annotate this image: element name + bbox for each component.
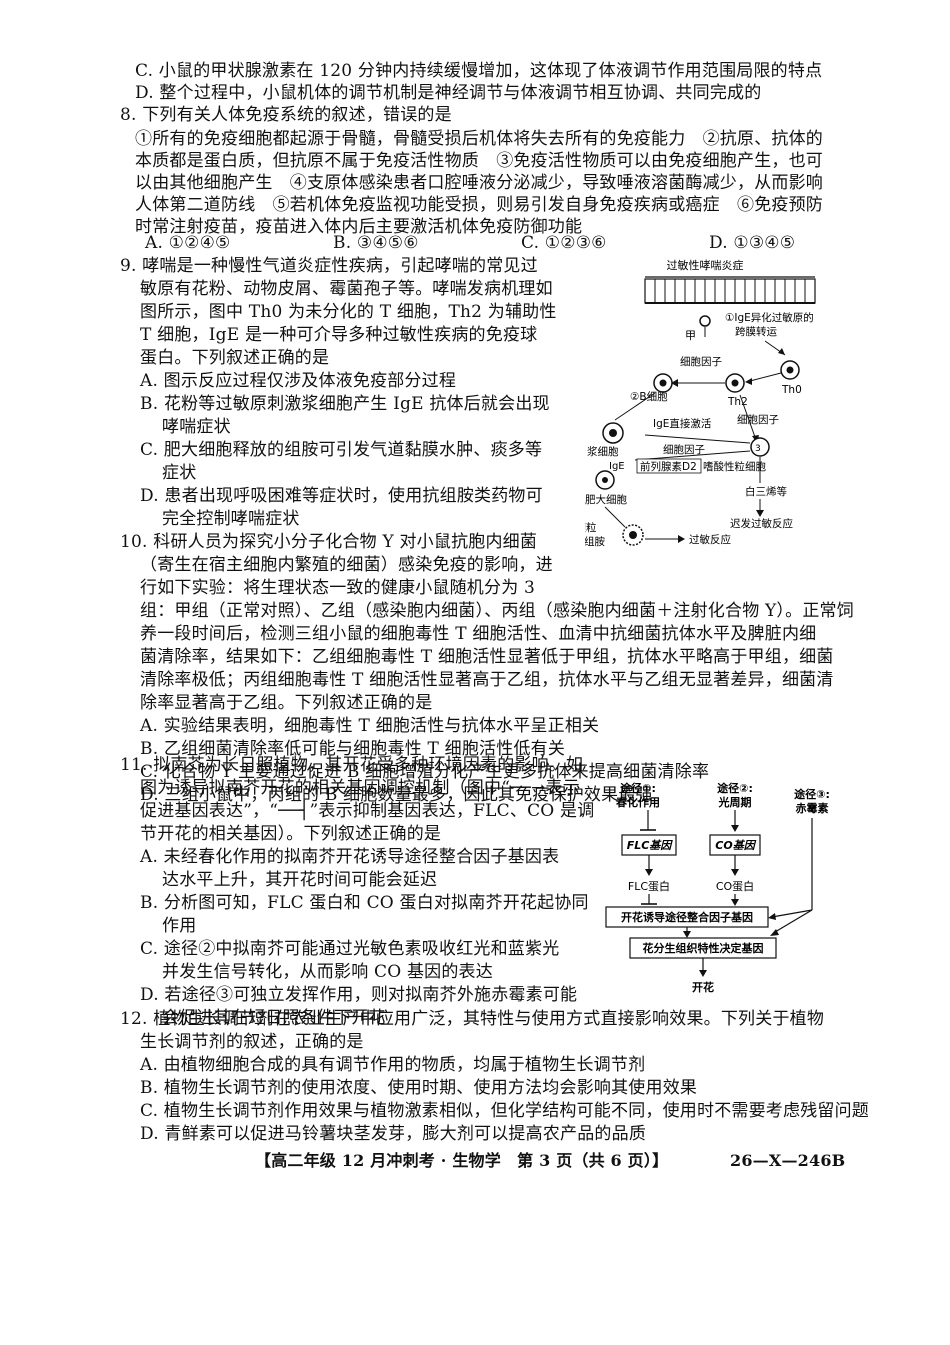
fig11-p2b: 光周期 (718, 795, 752, 809)
q8-option-c: C. ①②③⑥ (521, 233, 607, 253)
fig9-ige-note2: 跨膜转运 (735, 325, 777, 338)
q12-option-c: C. 植物生长调节剂作用效果与植物激素相似，但化学结构可能不同，使用时不需要考虑… (140, 1101, 870, 1121)
fig9-cytokine1: 细胞因子 (680, 355, 722, 368)
fig9-th2: Th2 (727, 396, 748, 408)
q11-option-d: D. 若途径③可独立发挥作用，则对拟南芥外施赤霉素可能 (140, 985, 578, 1005)
fig9-degran1: 脱颗粒 (585, 521, 597, 534)
q8-option-b: B. ③④⑤⑥ (333, 233, 419, 253)
q11-option-c-cont: 并发生信号转化，从而影响 CO 基因的表达 (162, 962, 493, 982)
asthma-mechanism-diagram: 过敏性哮喘炎症 甲 ①IgE异化过敏原的 跨膜转运 Th0 (585, 258, 816, 548)
fig11-flower: 开花 (692, 980, 714, 994)
q12-option-d: D. 青鲜素可以促进马铃薯块茎发芽，膨大剂可以提高农产品的品质 (140, 1124, 647, 1144)
q11-option-d-cont: 会促进其在短日照条件下开花 (162, 1008, 386, 1028)
q8-body-line: 人体第二道防线 ⑤若机体免疫监视功能受损，则易引发自身免疫疾病或癌症 ⑥免疫预防 (135, 195, 823, 215)
q10-line: 清除率极低；丙组细胞毒性 T 细胞活性显著高于乙组，抗体水平与乙组无显著差异，细… (140, 670, 834, 690)
q9-option-c: C. 肥大细胞释放的组胺可引发气道黏膜水肿、痰多等 (140, 440, 543, 460)
q9-option-b: B. 花粉等过敏原刺激浆细胞产生 IgE 抗体后就会出现 (140, 394, 550, 414)
q10-option-c: C. 化合物 Y 主要通过促进 B 细胞增殖分化产生更多抗体来提高细菌清除率 (140, 762, 710, 782)
q10-line: 10. 科研人员为探究小分子化合物 Y 对小鼠抗胞内细菌 (120, 532, 538, 552)
page-footer-code: 26—X—246B (730, 1151, 846, 1170)
q10-line: 组：甲组（正常对照）、乙组（感染胞内细菌）、丙组（感染胞内细菌＋注射化合物 Y）… (140, 601, 854, 621)
fig11-p3a: 途径③: (794, 787, 830, 801)
q9-line: 蛋白。下列叙述正确的是 (140, 348, 330, 368)
q9-line: 9. 哮喘是一种慢性气道炎症性疾病，引起哮喘的常见过 (120, 256, 538, 276)
fig9-title: 过敏性哮喘炎症 (667, 258, 744, 272)
q10-option-a: A. 实验结果表明，细胞毒性 T 细胞活性与抗体水平呈正相关 (140, 716, 600, 736)
fig9-ige-direct: IgE直接激活 (653, 417, 712, 430)
fig11-p2a: 途径②: (717, 781, 753, 795)
q10-line: 行如下实验：将生理状态一致的健康小鼠随机分为 3 (140, 578, 536, 598)
fig9-pgd2: 前列腺素D2 (640, 460, 697, 473)
svg-text:3: 3 (755, 444, 761, 454)
q11-line: 图为诱导拟南芥开花的相关基因调控机制（图中“──→表示 (140, 778, 580, 798)
q7-option-c: C. 小鼠的甲状腺激素在 120 分钟内持续缓慢增加，这体现了体液调节作用范围局… (135, 61, 823, 81)
q8-stem: 8. 下列有关人体免疫系统的叙述，错误的是 (120, 105, 452, 125)
q11-option-b: B. 分析图可知，FLC 蛋白和 CO 蛋白对拟南芥开花起协同 (140, 893, 589, 913)
q11-option-a-cont: 达水平上升，其开花时间可能会延迟 (162, 870, 438, 890)
q10-option-d: D. 三组小鼠中，丙组的 B 细胞数量最多，因此其免疫保护效果最强 (140, 785, 653, 805)
q9-option-d: D. 患者出现呼吸困难等症状时，使用抗组胺类药物可 (140, 486, 543, 506)
fig11-p1b: 春化作用 (616, 795, 660, 809)
q8-body-line: 以由其他细胞产生 ④支原体感染患者口腔唾液分泌减少，导致唾液溶菌酶减少，从而影响 (135, 173, 823, 193)
q11-option-c: C. 途径②中拟南芥可能通过光敏色素吸收红光和蓝紫光 (140, 939, 560, 959)
q10-line: 菌清除率，结果如下：乙组细胞毒性 T 细胞活性显著低于甲组，抗体水平略高于甲组，… (140, 647, 834, 667)
fig11-co-protein: CO蛋白 (716, 879, 754, 893)
fig9-ige: IgE (609, 461, 625, 472)
allergen-icon (699, 315, 711, 327)
fig11-integrator: 开花诱导途径整合因子基因 (621, 910, 753, 924)
q11-line: 促进基因表达”，“──┤”表示抑制基因表达，FLC、CO 是调 (140, 801, 595, 821)
fig9-degran2: 释放组胺 (585, 535, 605, 548)
fig9-th0: Th0 (781, 384, 802, 396)
fig9-allergy: 过敏反应 (689, 533, 731, 546)
q10-line: 除率显著高于乙组。下列叙述正确的是 (140, 693, 433, 713)
fig11-meristem: 花分生组织特性决定基因 (643, 941, 764, 955)
q9-option-d-cont: 完全控制哮喘症状 (162, 509, 300, 529)
q11-option-a: A. 未经春化作用的拟南芥开花诱导途径整合因子基因表 (140, 847, 560, 867)
fig9-cytokine3: 细胞因子 (663, 443, 705, 456)
fig11-p1a: 途径①: (620, 781, 656, 795)
q12-option-a: A. 由植物细胞合成的具有调节作用的物质，均属于植物生长调节剂 (140, 1055, 646, 1075)
fig9-late-reaction: 迟发过敏反应 (730, 517, 793, 530)
eosinophil-icon (750, 437, 770, 457)
q9-line: T 细胞，IgE 是一种可介导多种过敏性疾病的免疫球 (140, 325, 538, 345)
q10-line: （寄生在宿主细胞内繁殖的细菌）感染免疫的影响，进 (140, 555, 553, 575)
q7-option-d: D. 整个过程中，小鼠机体的调节机制是神经调节与体液调节相互协调、共同完成的 (135, 83, 762, 103)
q9-option-c-cont: 症状 (162, 463, 197, 483)
q8-option-a: A. ①②④⑤ (145, 233, 231, 253)
fig9-plasma: 浆细胞 (587, 445, 619, 458)
fig11-flc-gene: FLC基因 (627, 839, 674, 852)
page-footer-title: 【高二年级 12 月冲刺考 · 生物学 第 3 页（共 6 页）】 (255, 1151, 669, 1170)
flowering-regulation-diagram: 途径①: 春化作用 途径②: 光周期 途径③: 赤霉素 FLC基因 CO基因 F… (605, 781, 830, 994)
fig9-eosinophil: 嗜酸性粒细胞 (703, 460, 766, 473)
q10-option-b: B. 乙组细菌清除率低可能与细胞毒性 T 细胞活性低有关 (140, 739, 566, 759)
q10-line: 养一段时间后，检测三组小鼠的细胞毒性 T 细胞活性、血清中抗细菌抗体水平及脾脏内… (140, 624, 817, 644)
q9-line: 图所示，图中 Th0 为未分化的 T 细胞，Th2 为辅助性 (140, 302, 557, 322)
q9-option-a: A. 图示反应过程仅涉及体液免疫部分过程 (140, 371, 457, 391)
fig9-mast: 肥大细胞 (585, 493, 627, 506)
q12-line: 生长调节剂的叙述，正确的是 (140, 1032, 364, 1052)
fig9-cytokine2: 细胞因子 (737, 413, 779, 426)
fig11-p3b: 赤霉素 (796, 801, 829, 815)
fig11-co-gene: CO基因 (715, 839, 756, 852)
fig9-ige-note1: ①IgE异化过敏原的 (725, 311, 814, 324)
q8-body-line: 时常注射疫苗，疫苗进入体内后主要激活机体免疫防御功能 (135, 217, 583, 237)
fig11-flc-protein: FLC蛋白 (628, 879, 670, 893)
fig9-leukotriene: 白三烯等 (745, 485, 787, 498)
q12-option-b: B. 植物生长调节剂的使用浓度、使用时期、使用方法均会影响其使用效果 (140, 1078, 698, 1098)
airway-epithelium (644, 276, 816, 304)
q8-body-line: ①所有的免疫细胞都起源于骨髓，骨髓受损后机体将失去所有的免疫能力 ②抗原、抗体的 (135, 129, 823, 149)
q8-options: A. ①②④⑤ B. ③④⑤⑥ C. ①②③⑥ D. ①③④⑤ (145, 232, 897, 254)
q11-option-b-cont: 作用 (162, 916, 197, 936)
q8-body-line: 本质都是蛋白质，但抗原不属于免疫活性物质 ③免疫活性物质可以由免疫细胞产生，也可 (135, 151, 823, 171)
q9-option-b-cont: 哮喘症状 (162, 417, 231, 437)
q11-line: 节开花的相关基因）。下列叙述正确的是 (140, 824, 442, 844)
fig9-jia: 甲 (685, 329, 696, 342)
q11-line: 11. 拟南芥为长日照植物，其开花受多种环境因素的影响。如 (120, 755, 584, 775)
q12-line: 12. 植物生长调节剂在农业生产中应用广泛，其特性与使用方式直接影响效果。下列关… (120, 1009, 825, 1029)
q8-option-d: D. ①③④⑤ (709, 233, 796, 253)
q9-line: 敏原有花粉、动物皮屑、霉菌孢子等。哮喘发病机理如 (140, 279, 553, 299)
